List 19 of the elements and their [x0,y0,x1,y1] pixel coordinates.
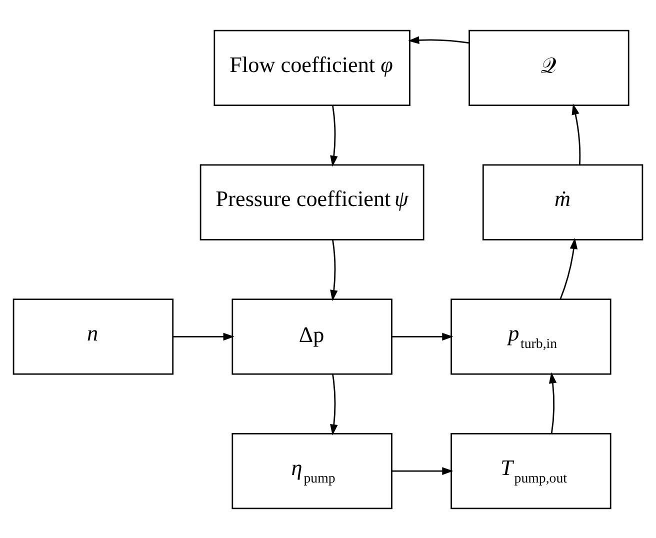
node-box: T$_{pump,out}$ [450,432,612,509]
arrow [330,374,338,436]
arrow [408,36,470,44]
node-box: Flow coefficient φ [214,29,410,106]
node-box: η$_{pump}$ [232,432,392,509]
arrow [392,466,454,474]
node-box: n [12,298,174,374]
arrow [572,103,581,164]
arrow [548,372,557,434]
arrow [330,105,338,166]
node-box: Δp [232,298,392,374]
node-box: p$_{turb,in}$ [450,298,612,374]
arrow [392,332,454,340]
arrow [560,237,578,299]
arrow [330,239,338,301]
node-box: ṁ [482,164,644,240]
node-box: 𝒬 [468,29,630,106]
node-box: Pressure coefficient ψ [200,164,424,240]
arrow [173,332,234,340]
